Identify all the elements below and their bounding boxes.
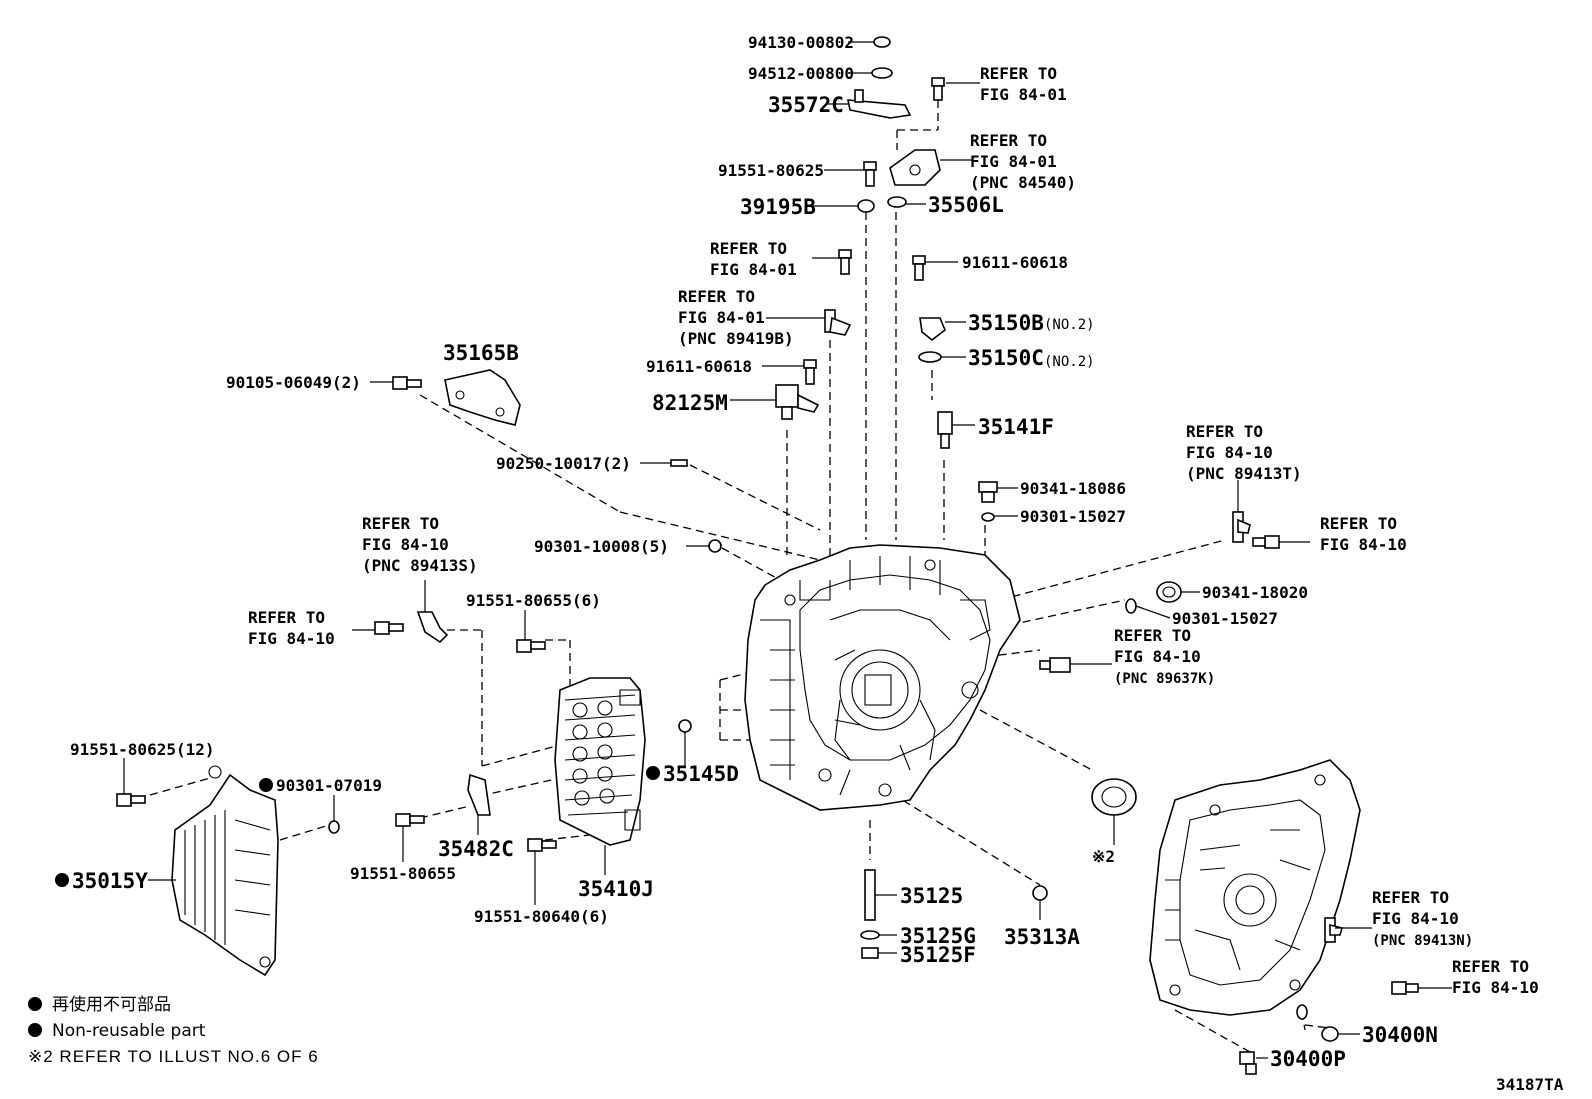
- label-35165B: 35165B: [443, 341, 519, 365]
- label-90301-10008: 90301-10008(5): [534, 537, 669, 556]
- transaxle-case: [744, 544, 1021, 811]
- refer-r10: REFER TO FIG 84-10 (PNC 89413N): [1372, 888, 1473, 949]
- label-35313A: 35313A: [1004, 925, 1080, 949]
- refer-r3: REFER TO FIG 84-01: [710, 239, 797, 279]
- label-35150B: 35150B: [968, 311, 1044, 335]
- oil-pan-cover: [171, 765, 279, 977]
- label-90301-07019: 90301-07019: [276, 776, 382, 795]
- label-91551-80655-6: 91551-80655(6): [466, 591, 601, 610]
- label-35150B-note: (NO.2): [1044, 317, 1095, 333]
- legend-line-en: Non-reusable part: [52, 1021, 206, 1041]
- label-35482C: 35482C: [438, 837, 514, 861]
- refer-r5: REFER TO FIG 84-10 (PNC 89413T): [1186, 422, 1302, 483]
- marker-35145D: [646, 766, 660, 780]
- refer-r6: REFER TO FIG 84-10: [1320, 514, 1407, 554]
- extension-case: [1149, 759, 1361, 1016]
- refer-r7: REFER TO FIG 84-10 (PNC 89413S): [362, 514, 478, 575]
- label-94512-00800: 94512-00800: [748, 64, 854, 83]
- refer-r4: REFER TO FIG 84-01 (PNC 89419B): [678, 287, 794, 348]
- legend-marker-en: [28, 1023, 42, 1037]
- label-35145D: 35145D: [663, 762, 739, 786]
- label-35150C: 35150C: [968, 346, 1044, 370]
- refer-r11: REFER TO FIG 84-10: [1452, 957, 1539, 997]
- label-91551-80655: 91551-80655: [350, 864, 456, 883]
- label-94130-00802: 94130-00802: [748, 33, 854, 52]
- legend: 再使用不可部品 Non-reusable part ※2 REFER TO IL…: [28, 994, 319, 1066]
- label-91551-80625: 91551-80625: [718, 161, 824, 180]
- label-35141F: 35141F: [978, 415, 1054, 439]
- label-90105-06049: 90105-06049(2): [226, 373, 361, 392]
- label-35506L: 35506L: [928, 193, 1004, 217]
- label-35015Y: 35015Y: [72, 869, 148, 893]
- legend-line-ref: ※2 REFER TO ILLUST NO.6 OF 6: [28, 1047, 319, 1066]
- label-90341-18020: 90341-18020: [1202, 583, 1308, 602]
- label-ref2: ※2: [1092, 847, 1115, 866]
- legend-marker-jp: [28, 997, 42, 1011]
- label-30400P: 30400P: [1270, 1047, 1346, 1071]
- marker-90301-07019: [259, 778, 273, 792]
- legend-line-jp: 再使用不可部品: [52, 994, 171, 1015]
- label-91611-60618-a: 91611-60618: [962, 253, 1068, 272]
- part-labels: 94130-00802 94512-00800 35572C 91551-806…: [70, 33, 1438, 1071]
- label-90341-18086: 90341-18086: [1020, 479, 1126, 498]
- label-91551-80625-12: 91551-80625(12): [70, 740, 215, 759]
- small-parts: [116, 36, 1419, 1075]
- illustration-id: 34187TA: [1496, 1075, 1564, 1094]
- label-90301-15027-b: 90301-15027: [1172, 609, 1278, 628]
- label-35125G: 35125G: [900, 924, 976, 948]
- valve-body: [554, 677, 646, 846]
- leader-lines: [123, 41, 1452, 1059]
- label-35572C: 35572C: [768, 93, 844, 117]
- label-35410J: 35410J: [578, 877, 654, 901]
- label-90301-15027-a: 90301-15027: [1020, 507, 1126, 526]
- label-30400N: 30400N: [1362, 1023, 1438, 1047]
- label-91611-60618-b: 91611-60618: [646, 357, 752, 376]
- label-82125M: 82125M: [652, 391, 728, 415]
- refer-r9: REFER TO FIG 84-10 (PNC 89637K): [1114, 626, 1215, 687]
- refer-blocks: REFER TO FIG 84-01 REFER TO FIG 84-01 (P…: [248, 64, 1539, 997]
- label-35125F: 35125F: [900, 943, 976, 967]
- label-90250-10017: 90250-10017(2): [496, 454, 631, 473]
- refer-r8: REFER TO FIG 84-10: [248, 608, 335, 648]
- refer-r1: REFER TO FIG 84-01: [980, 64, 1067, 104]
- refer-r2: REFER TO FIG 84-01 (PNC 84540): [970, 131, 1076, 192]
- label-91551-80640: 91551-80640(6): [474, 907, 609, 926]
- label-39195B: 39195B: [740, 195, 816, 219]
- non-reusable-markers: [28, 766, 660, 1037]
- label-35150C-note: (NO.2): [1044, 354, 1095, 370]
- label-35125: 35125: [900, 884, 963, 908]
- marker-35015Y: [55, 873, 69, 887]
